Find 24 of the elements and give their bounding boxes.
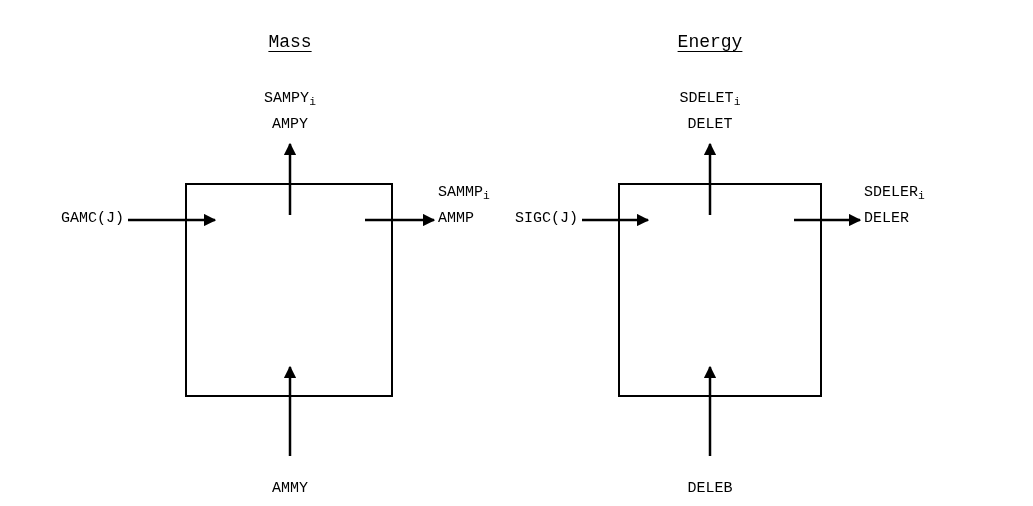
section-heading: Energy	[677, 31, 743, 54]
arrow	[794, 213, 862, 227]
variable-label: SAMPY$_{i}$	[264, 89, 316, 110]
variable-label: SDELER$_{i}$	[864, 183, 925, 204]
variable-label: AMMP	[438, 209, 474, 229]
variable-label: AMMY	[272, 479, 308, 499]
variable-label: DELET	[687, 115, 733, 135]
arrow	[703, 365, 717, 456]
arrow	[365, 213, 436, 227]
control-volume-box	[618, 183, 822, 397]
variable-label: SIGC(J)	[515, 209, 578, 229]
arrow	[283, 142, 297, 215]
variable-label: DELER	[864, 209, 909, 229]
arrow	[582, 213, 650, 227]
variable-label: AMPY	[272, 115, 308, 135]
variable-label: SAMMP$_{i}$	[438, 183, 490, 204]
arrow	[283, 365, 297, 456]
variable-label: GAMC(J)	[61, 209, 124, 229]
control-volume-box	[185, 183, 393, 397]
variable-label: DELEB	[687, 479, 733, 499]
section-heading: Mass	[268, 31, 312, 54]
variable-label: SDELET$_{i}$	[679, 89, 741, 110]
arrow	[703, 142, 717, 215]
arrow	[128, 213, 217, 227]
